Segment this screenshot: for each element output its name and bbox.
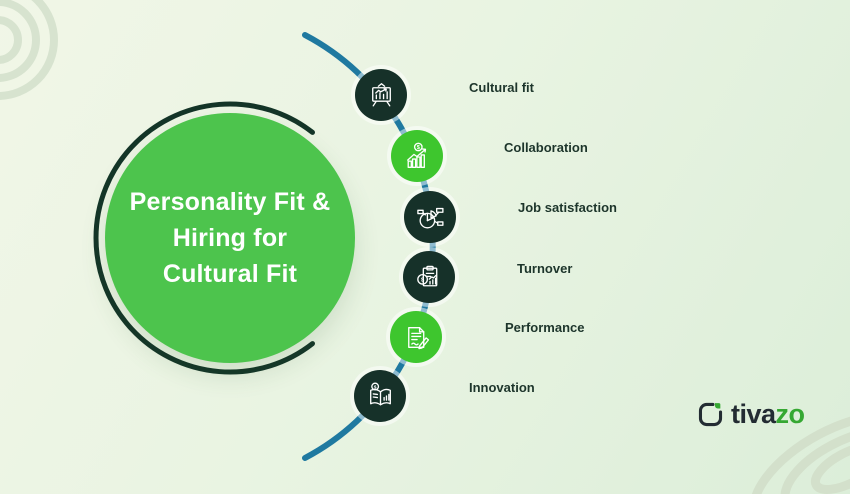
title-line-1: Personality Fit &	[129, 188, 331, 216]
node-innovation: $	[354, 370, 406, 422]
svg-text:$: $	[420, 277, 424, 283]
svg-text:$: $	[416, 144, 419, 150]
item-label-performance: Performance	[505, 320, 585, 335]
item-label-turnover: Turnover	[517, 261, 573, 276]
logo-wordmark-green: zo	[775, 399, 806, 429]
tivazo-logo-icon	[698, 402, 723, 427]
svg-text:$: $	[373, 384, 376, 390]
node-collaboration: $	[391, 130, 443, 182]
title-line-3: Cultural Fit	[162, 260, 298, 288]
open-book-dollar-bars-icon: $	[369, 382, 391, 405]
title-line-2: Hiring for	[172, 224, 288, 252]
item-label-job-satisfaction: Job satisfaction	[518, 200, 617, 215]
growth-bars-dollar-icon: $	[406, 142, 426, 168]
item-label-cultural-fit: Cultural fit	[469, 80, 534, 95]
item-label-collaboration: Collaboration	[504, 140, 588, 155]
node-turnover: $	[403, 251, 455, 303]
pie-chart-callouts-icon	[416, 207, 444, 228]
presentation-growth-chart-icon	[371, 82, 391, 106]
document-pencil-icon	[407, 326, 429, 349]
node-cultural-fit	[355, 69, 407, 121]
clipboard-dollar-bars-icon: $	[416, 265, 437, 286]
central-topic-circle: Personality Fit & Hiring for Cultural Fi…	[105, 113, 355, 363]
logo-wordmark: tivazo	[731, 401, 805, 428]
node-performance	[390, 311, 442, 363]
central-topic-title: Personality Fit & Hiring for Cultural Fi…	[130, 184, 331, 292]
corner-swirl-top-left	[0, 0, 58, 100]
node-job-satisfaction	[404, 191, 456, 243]
item-label-innovation: Innovation	[469, 380, 535, 395]
tivazo-logo: tivazo	[697, 401, 805, 428]
logo-wordmark-dark: tiva	[731, 399, 776, 429]
